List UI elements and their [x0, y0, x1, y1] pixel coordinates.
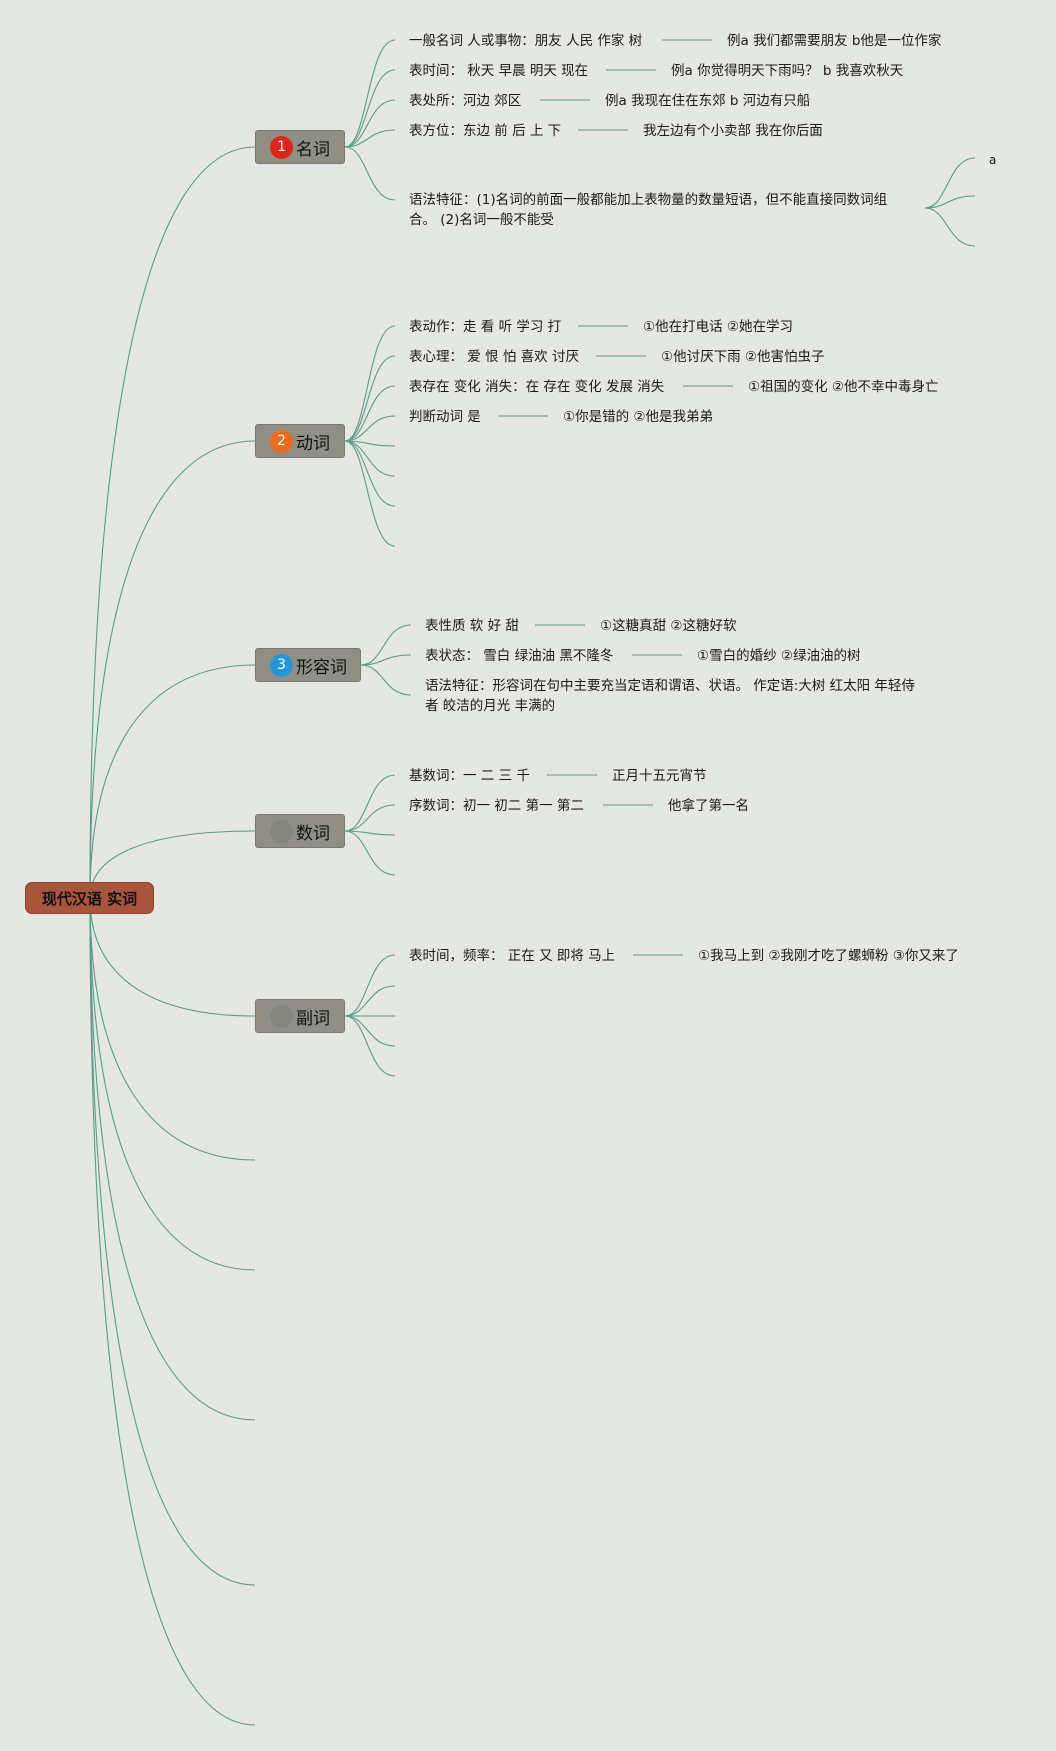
root-node[interactable]: 现代汉语 实词 — [25, 882, 154, 914]
verb-link-3 — [344, 415, 396, 442]
numeral-link-3 — [344, 830, 396, 876]
number-badge-2: 2 — [270, 429, 293, 453]
adjective-link-2 — [360, 664, 412, 696]
root-link-1 — [89, 440, 256, 899]
numeral-example-cardinal[interactable]: 正月十五元宵节 — [612, 768, 707, 784]
verb-link-7 — [344, 440, 396, 547]
noun-item-direction[interactable]: 表方位：东边 前 后 上 下 — [409, 123, 562, 139]
verb-example-action[interactable]: ①他在打电话 ②她在学习 — [643, 319, 793, 335]
branch-noun[interactable]: 1 名词 — [255, 130, 345, 164]
adjective-example-state[interactable]: ①雪白的婚纱 ②绿油油的树 — [697, 648, 861, 664]
noun-grammar-feature[interactable]: 语法特征：(1)名词的前面一般都能加上表物量的数量短语，但不能直接同数词组合。 … — [409, 192, 888, 228]
verb-item-mental[interactable]: 表心理： 爱 恨 怕 喜欢 讨厌 — [409, 349, 579, 365]
branch-numeral[interactable]: 数词 — [255, 814, 345, 848]
adjective-link-1 — [360, 654, 412, 666]
noun-link-4 — [344, 146, 396, 201]
adverb-link-4 — [344, 1015, 396, 1077]
noun-example-direction[interactable]: 我左边有个小卖部 我在你后面 — [643, 123, 823, 139]
root-link-7 — [89, 897, 256, 1421]
root-link-6 — [89, 897, 256, 1271]
noun-item-general[interactable]: 一般名词 人或事物：朋友 人民 作家 树 — [409, 33, 643, 49]
noun-sub-link-0 — [924, 157, 976, 209]
adjective-grammar-feature[interactable]: 语法特征：形容词在句中主要充当定语和谓语、状语。 作定语:大树 红太阳 年轻侍者… — [425, 678, 915, 714]
numeral-example-ordinal[interactable]: 他拿了第一名 — [668, 798, 749, 814]
noun-link-1 — [344, 69, 396, 148]
numeral-link-0 — [344, 774, 396, 832]
branch-label: 动词 — [296, 433, 330, 454]
branch-label: 副词 — [296, 1008, 330, 1029]
noun-example-place[interactable]: 例a 我现在住在东郊 b 河边有只船 — [605, 93, 811, 109]
verb-item-action[interactable]: 表动作：走 看 听 学习 打 — [409, 319, 562, 335]
numeral-link-2 — [344, 830, 396, 836]
adjective-item-state[interactable]: 表状态： 雪白 绿油油 黑不隆冬 — [425, 648, 614, 664]
adjective-example-quality[interactable]: ①这糖真甜 ②这糖好软 — [600, 618, 737, 634]
adjective-link-0 — [360, 624, 412, 666]
noun-item-time[interactable]: 表时间： 秋天 早晨 明天 现在 — [409, 63, 589, 79]
adverb-item-time-frequency[interactable]: 表时间，频率： 正在 又 即将 马上 — [409, 948, 616, 964]
branch-adjective[interactable]: 3 形容词 — [255, 648, 361, 682]
verb-link-1 — [344, 355, 396, 442]
noun-item-place[interactable]: 表处所：河边 郊区 — [409, 93, 522, 109]
number-badge-1: 1 — [270, 135, 293, 159]
verb-link-5 — [344, 440, 396, 477]
noun-sub-link-1 — [924, 195, 976, 209]
root-link-0 — [89, 146, 256, 899]
noun-link-2 — [344, 99, 396, 148]
noun-sub-link-2 — [924, 207, 976, 247]
verb-example-existence[interactable]: ①祖国的变化 ②他不幸中毒身亡 — [748, 379, 939, 395]
root-link-9 — [89, 897, 256, 1726]
branch-adverb[interactable]: 副词 — [255, 999, 345, 1033]
root-link-5 — [89, 897, 256, 1161]
root-link-2 — [89, 664, 256, 899]
adverb-example-time-frequency[interactable]: ①我马上到 ②我刚才吃了螺蛳粉 ③你又来了 — [698, 948, 959, 964]
numeral-item-ordinal[interactable]: 序数词：初一 初二 第一 第二 — [409, 798, 584, 814]
verb-link-2 — [344, 385, 396, 442]
noun-example-time[interactable]: 例a 你觉得明天下雨吗？ b 我喜欢秋天 — [671, 63, 904, 79]
verb-example-mental[interactable]: ①他讨厌下雨 ②他害怕虫子 — [661, 349, 825, 365]
branch-verb[interactable]: 2 动词 — [255, 424, 345, 458]
empty-badge — [270, 819, 293, 843]
number-badge-3: 3 — [270, 653, 293, 677]
root-link-8 — [89, 897, 256, 1586]
verb-example-judgement[interactable]: ①你是错的 ②他是我弟弟 — [563, 409, 713, 425]
adjective-item-quality[interactable]: 表性质 软 好 甜 — [425, 618, 519, 634]
numeral-link-1 — [344, 804, 396, 832]
branch-label: 名词 — [296, 139, 330, 160]
verb-item-existence[interactable]: 表存在 变化 消失：在 存在 变化 发展 消失 — [409, 379, 665, 395]
noun-grammar-sub-a[interactable]: a — [989, 153, 997, 167]
noun-link-3 — [344, 129, 396, 148]
branch-label: 数词 — [296, 823, 330, 844]
noun-link-0 — [344, 39, 396, 148]
noun-example-general[interactable]: 例a 我们都需要朋友 b他是一位作家 — [727, 33, 942, 49]
branch-label: 形容词 — [296, 657, 347, 678]
adverb-link-0 — [344, 954, 396, 1017]
verb-link-0 — [344, 325, 396, 442]
numeral-item-cardinal[interactable]: 基数词：一 二 三 千 — [409, 768, 530, 784]
verb-link-6 — [344, 440, 396, 507]
root-link-4 — [89, 897, 256, 1017]
adverb-link-1 — [344, 985, 396, 1017]
adverb-link-3 — [344, 1015, 396, 1047]
verb-item-judgement[interactable]: 判断动词 是 — [409, 409, 481, 425]
empty-badge — [270, 1004, 293, 1028]
